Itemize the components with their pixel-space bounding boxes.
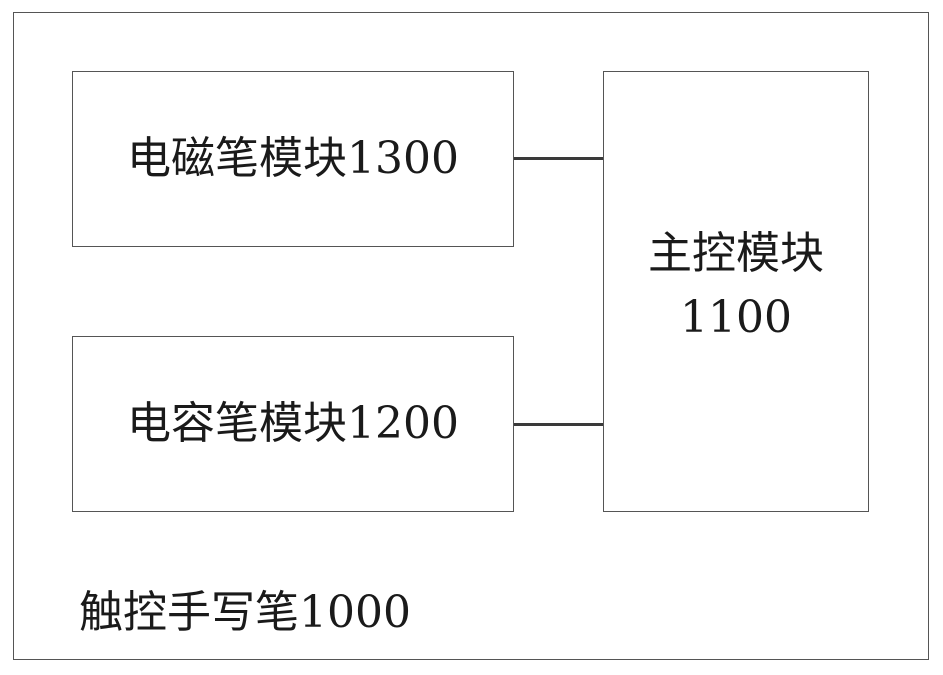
capacitive-to-main-connector — [514, 423, 603, 426]
electromagnetic-pen-module-box: 电磁笔模块1300 — [72, 71, 514, 247]
main-control-module-label-line1: 主控模块 — [616, 222, 856, 286]
electromagnetic-to-main-connector — [514, 157, 603, 160]
electromagnetic-pen-module-label: 电磁笔模块1300 — [127, 134, 459, 185]
main-control-module-label-line2: 1100 — [616, 286, 856, 350]
capacitive-pen-module-label: 电容笔模块1200 — [127, 399, 459, 450]
capacitive-pen-module-box: 电容笔模块1200 — [72, 336, 514, 512]
main-control-module-box: 主控模块 1100 — [603, 71, 869, 512]
stylus-device-label: 触控手写笔1000 — [79, 588, 411, 639]
